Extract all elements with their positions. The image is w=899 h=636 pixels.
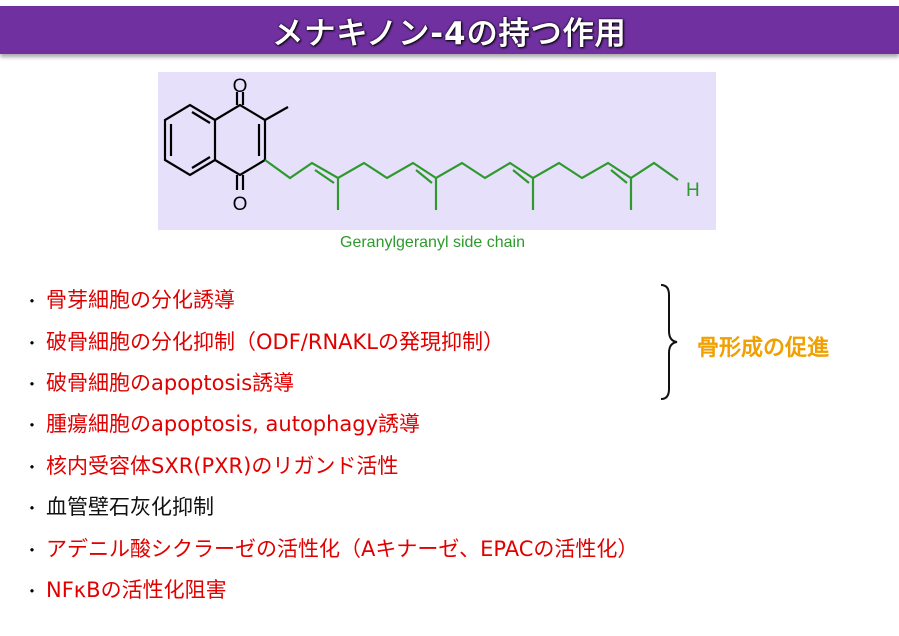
bullet: ・ [24,499,41,518]
item-text: 破骨細胞のapoptosis誘導 [46,371,295,395]
item-text: 腫瘍細胞のapoptosis, autophagy誘導 [46,412,421,436]
structure-caption: Geranylgeranyl side chain [340,234,525,251]
item-text: 破骨細胞の分化抑制（ODF/RNAKLの発現抑制） [46,330,504,354]
bullet: ・ [24,416,41,435]
list-item: ・アデニル酸シクラーゼの活性化（Aキナーゼ、EPACの活性化） [24,536,638,564]
bullet: ・ [24,292,41,311]
bullet: ・ [24,334,41,353]
list-item: ・破骨細胞のapoptosis誘導 [24,370,294,398]
structure-diagram: O O H [163,76,700,215]
hydrogen-label: H [686,180,700,201]
item-text: 骨芽細胞の分化誘導 [46,288,235,312]
list-item: ・ NFκBの活性化阻害 [24,577,227,605]
list-item: ・腫瘍細胞のapoptosis, autophagy誘導 [24,411,420,439]
oxygen-bottom-label: O [233,194,248,215]
naphthoquinone-core [163,92,289,190]
group-summary: 骨形成の促進 [697,336,830,361]
list-item: ・核内受容体SXR(PXR)のリガンド活性 [24,453,398,481]
right-brace [660,284,678,400]
menaquinone-structure: O O H [158,72,716,230]
bullet: ・ [24,582,41,601]
geranylgeranyl-chain [264,159,679,210]
item-text: NFκBの活性化阻害 [46,578,227,602]
item-text: 核内受容体SXR(PXR)のリガンド活性 [46,454,399,478]
title-bar: メナキノン-4の持つ作用 [0,6,899,54]
oxygen-top-label: O [233,76,248,97]
slide-title: メナキノン-4の持つ作用 [272,15,627,52]
list-item: ・血管壁石灰化抑制 [24,494,214,522]
list-item: ・骨芽細胞の分化誘導 [24,287,235,315]
item-text: 血管壁石灰化抑制 [46,495,214,519]
item-text: アデニル酸シクラーゼの活性化（Aキナーゼ、EPACの活性化） [46,537,639,561]
bullet: ・ [24,375,41,394]
list-item: ・破骨細胞の分化抑制（ODF/RNAKLの発現抑制） [24,329,504,357]
bullet: ・ [24,458,41,477]
bullet: ・ [24,541,41,560]
